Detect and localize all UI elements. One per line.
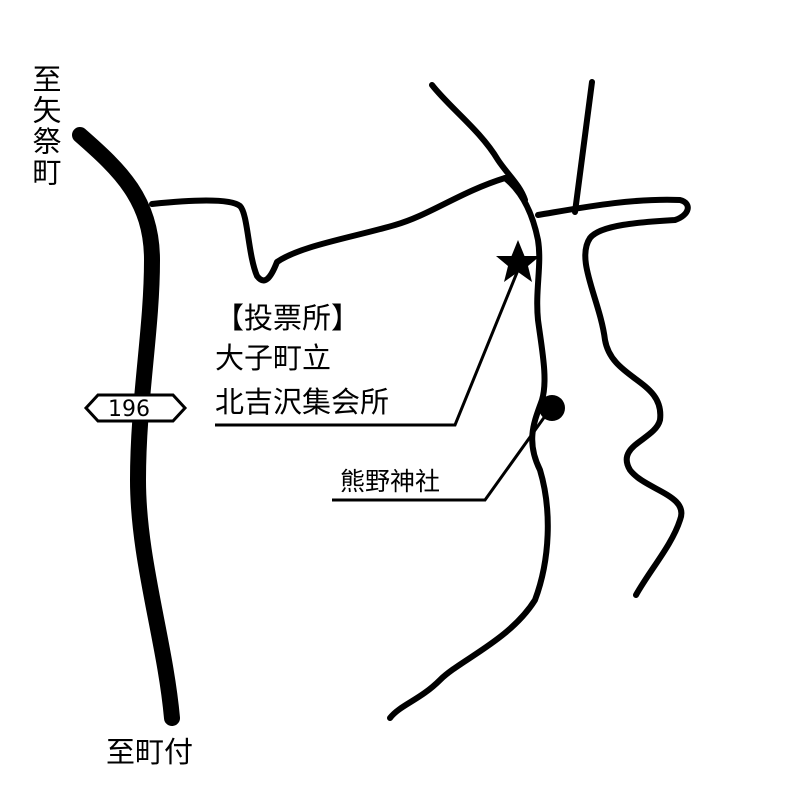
- polling-place-name-line1: 大子町立: [215, 341, 331, 375]
- polling-place-name-line2: 北吉沢集会所: [215, 385, 389, 419]
- to-top-destination: 至矢祭町: [28, 64, 62, 188]
- side-road-west: [149, 175, 508, 284]
- to-bottom-destination: 至町付: [106, 735, 193, 769]
- road-east: [535, 196, 691, 598]
- road-north: [572, 79, 595, 215]
- shrine-leader-line: [332, 411, 550, 502]
- road-northwest: [429, 82, 528, 203]
- polling-place-header: 【投票所】: [215, 301, 360, 335]
- star-icon: [496, 240, 540, 282]
- route-196-road: [72, 127, 180, 726]
- polling-place-leader-line: [215, 269, 520, 427]
- route-number-label: 196: [108, 397, 150, 422]
- shrine-label: 熊野神社: [340, 467, 440, 496]
- filled-circle-icon: [539, 395, 565, 421]
- route-196-badge: 196: [83, 393, 188, 423]
